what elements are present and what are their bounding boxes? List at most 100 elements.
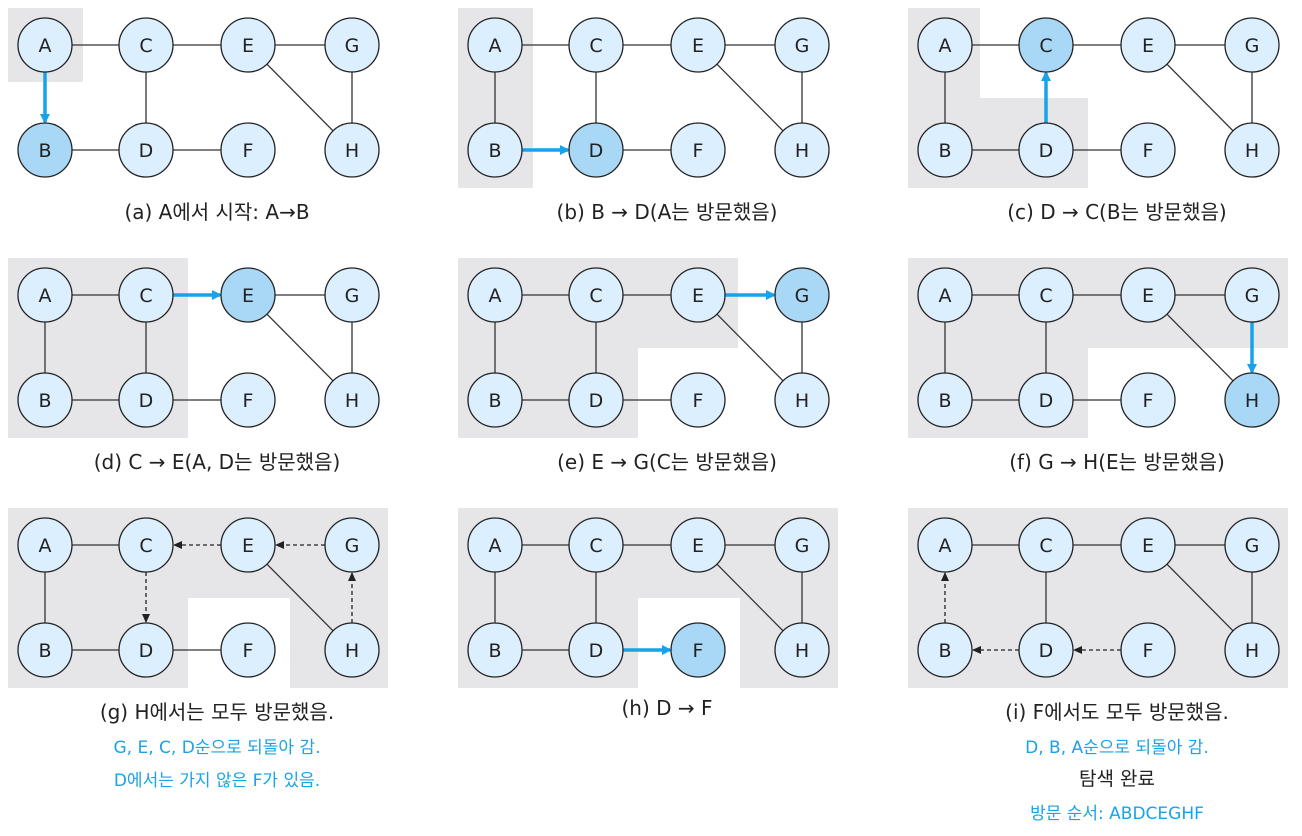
node-label: F: [243, 640, 254, 662]
node-label: G: [795, 285, 810, 307]
node-label: A: [489, 535, 502, 557]
node-label: E: [1142, 285, 1154, 307]
node-label: E: [692, 535, 704, 557]
node-B: B: [467, 122, 523, 178]
node-F: F: [1120, 122, 1176, 178]
node-label: C: [589, 35, 602, 57]
node-label: C: [139, 285, 152, 307]
node-label: F: [243, 390, 254, 412]
node-label: A: [39, 535, 52, 557]
visited-region: [908, 508, 1288, 688]
node-E: E: [220, 267, 276, 323]
node-F: F: [1120, 372, 1176, 428]
caption: (i) F에서도 모두 방문했음.: [1005, 700, 1229, 724]
node-B: B: [917, 122, 973, 178]
caption: (c) D → C(B는 방문했음): [1007, 200, 1227, 224]
node-label: F: [693, 640, 704, 662]
node-B: B: [467, 622, 523, 678]
node-label: H: [1245, 640, 1259, 662]
node-G: G: [774, 517, 830, 573]
node-label: G: [1245, 35, 1260, 57]
node-label: C: [139, 35, 152, 57]
node-F: F: [670, 372, 726, 428]
node-label: E: [692, 35, 704, 57]
node-G: G: [774, 267, 830, 323]
node-A: A: [17, 267, 73, 323]
node-H: H: [774, 622, 830, 678]
node-G: G: [1224, 267, 1280, 323]
node-H: H: [1224, 622, 1280, 678]
node-label: D: [1039, 140, 1054, 162]
edge-E-H: [716, 313, 784, 382]
node-A: A: [467, 267, 523, 323]
node-C: C: [568, 267, 624, 323]
node-label: H: [345, 390, 359, 412]
node-E: E: [670, 517, 726, 573]
node-label: E: [242, 535, 254, 557]
node-D: D: [568, 372, 624, 428]
node-A: A: [917, 517, 973, 573]
node-label: D: [589, 140, 604, 162]
node-G: G: [324, 267, 380, 323]
edge-E-H: [716, 563, 784, 632]
node-label: B: [488, 140, 501, 162]
node-label: G: [795, 535, 810, 557]
node-label: D: [139, 140, 154, 162]
edge-E-H: [1166, 313, 1234, 382]
node-label: A: [489, 35, 502, 57]
node-label: G: [345, 285, 360, 307]
node-label: E: [1142, 35, 1154, 57]
node-label: A: [39, 285, 52, 307]
result-text: 탐색 완료: [1079, 768, 1155, 790]
node-label: D: [1039, 390, 1054, 412]
node-label: B: [938, 640, 951, 662]
node-E: E: [1120, 517, 1176, 573]
node-H: H: [774, 122, 830, 178]
node-label: B: [938, 140, 951, 162]
node-label: A: [939, 535, 952, 557]
node-label: E: [1142, 535, 1154, 557]
caption: (f) G → H(E는 방문했음): [1009, 450, 1225, 474]
node-C: C: [1018, 517, 1074, 573]
node-C: C: [568, 17, 624, 73]
node-label: A: [939, 285, 952, 307]
node-label: A: [939, 35, 952, 57]
visited-region: [458, 258, 738, 438]
edge-E-H: [266, 563, 334, 632]
node-label: B: [38, 390, 51, 412]
caption: (g) H에서는 모두 방문했음.: [99, 700, 335, 724]
node-label: E: [242, 285, 254, 307]
node-label: H: [345, 140, 359, 162]
node-label: C: [139, 535, 152, 557]
node-H: H: [774, 372, 830, 428]
node-label: E: [242, 35, 254, 57]
node-G: G: [1224, 17, 1280, 73]
caption: (a) A에서 시작: A→B: [124, 200, 310, 224]
caption: (d) C → E(A, D는 방문했음): [93, 450, 341, 474]
node-E: E: [1120, 17, 1176, 73]
node-G: G: [1224, 517, 1280, 573]
node-label: G: [1245, 285, 1260, 307]
node-F: F: [220, 622, 276, 678]
node-label: H: [1245, 140, 1259, 162]
node-label: D: [1039, 640, 1054, 662]
node-label: D: [589, 390, 604, 412]
node-D: D: [1018, 372, 1074, 428]
node-G: G: [324, 517, 380, 573]
note: D에서는 가지 않은 F가 있음.: [113, 771, 321, 791]
node-label: F: [693, 140, 704, 162]
node-C: C: [118, 17, 174, 73]
